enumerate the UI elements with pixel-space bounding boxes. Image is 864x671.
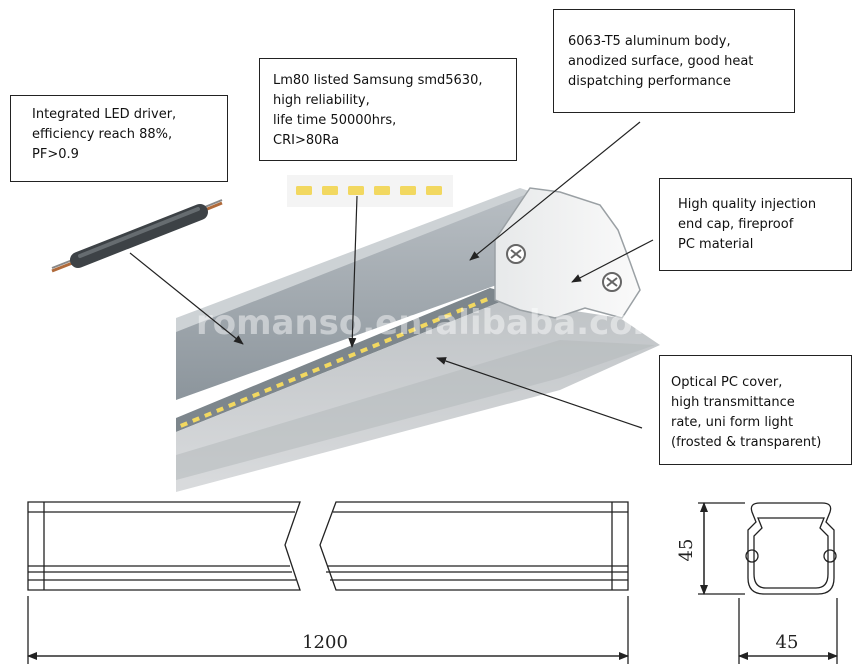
callout-line: rate, uni form light <box>671 415 794 430</box>
led-dots <box>180 297 488 428</box>
callout-line: high transmittance <box>671 395 795 410</box>
callout-line: PC material <box>678 237 754 252</box>
led-dot <box>180 421 188 428</box>
led-dot <box>468 302 476 309</box>
led-dot <box>456 307 464 314</box>
callout-line: efficiency reach 88%, <box>32 127 173 142</box>
callout-line: 6063-T5 aluminum body, <box>568 34 731 49</box>
callout-line: Lm80 listed Samsung smd5630, <box>273 73 483 88</box>
callout-line: CRI>80Ra <box>273 133 340 148</box>
led-chips-sample <box>287 175 453 207</box>
led-dot <box>312 366 320 374</box>
led-driver <box>51 199 223 273</box>
led-chip <box>374 186 390 195</box>
led-dot <box>240 396 248 403</box>
length-dimension: 1200 <box>302 632 348 653</box>
led-dot <box>336 356 344 364</box>
led-chip <box>426 186 442 195</box>
led-chip <box>322 186 338 195</box>
led-dot <box>384 337 392 344</box>
endcap-arrow <box>571 239 654 283</box>
fixture-rendering: romanso.en.alibaba.com <box>176 187 668 492</box>
led-callout: Lm80 listed Samsung smd5630, high reliab… <box>259 58 517 161</box>
led-dot <box>264 386 272 393</box>
led-dot <box>299 371 308 379</box>
height-dimension: 45 <box>676 539 697 562</box>
led-dot <box>419 322 428 329</box>
led-chip <box>348 186 364 195</box>
callout-arrows <box>129 121 654 429</box>
led-chip <box>400 186 416 195</box>
led-dot <box>228 401 236 408</box>
driver-arrow <box>129 252 244 345</box>
cover-arrow <box>436 357 643 429</box>
callout-line: end cap, fireproof <box>678 217 794 232</box>
end-view-drawing <box>698 502 838 664</box>
led-dot <box>371 342 380 349</box>
width-dimension: 45 <box>776 632 799 653</box>
led-dot <box>192 416 200 423</box>
led-chip <box>296 186 312 195</box>
led-dot <box>324 361 332 369</box>
aluminum-body <box>176 193 545 400</box>
callout-line: life time 50000hrs, <box>273 113 397 128</box>
led-dot <box>252 391 260 398</box>
body-arrow <box>469 121 641 261</box>
callout-line: Optical PC cover, <box>671 375 783 390</box>
callout-line: high reliability, <box>273 93 370 108</box>
side-view-drawing <box>27 501 629 664</box>
led-dot <box>204 411 212 418</box>
led-dot <box>360 346 368 354</box>
callout-line: anodized surface, good heat <box>568 54 754 69</box>
led-dot <box>348 351 356 359</box>
led-dot <box>443 312 452 319</box>
callout-line: PF>0.9 <box>32 147 79 162</box>
driver-callout: Integrated LED driver, efficiency reach … <box>10 95 228 182</box>
body-callout: 6063-T5 aluminum body, anodized surface,… <box>553 9 795 113</box>
led-dot <box>287 376 296 384</box>
callout-line: (frosted & transparent) <box>671 435 822 450</box>
led-dot <box>216 406 224 413</box>
watermark: romanso.en.alibaba.com <box>196 303 668 343</box>
led-dot <box>396 332 404 339</box>
callout-line: Integrated LED driver, <box>32 107 177 122</box>
endcap-callout: High quality injection end cap, fireproo… <box>659 178 852 271</box>
callout-line: dispatching performance <box>568 74 731 89</box>
led-dot <box>479 297 488 304</box>
led-dot <box>275 381 284 389</box>
callout-line: High quality injection <box>678 197 817 212</box>
led-dot <box>408 327 416 334</box>
cover-callout: Optical PC cover, high transmittance rat… <box>659 355 852 465</box>
led-dot <box>432 317 440 324</box>
led-arrow <box>348 195 358 348</box>
